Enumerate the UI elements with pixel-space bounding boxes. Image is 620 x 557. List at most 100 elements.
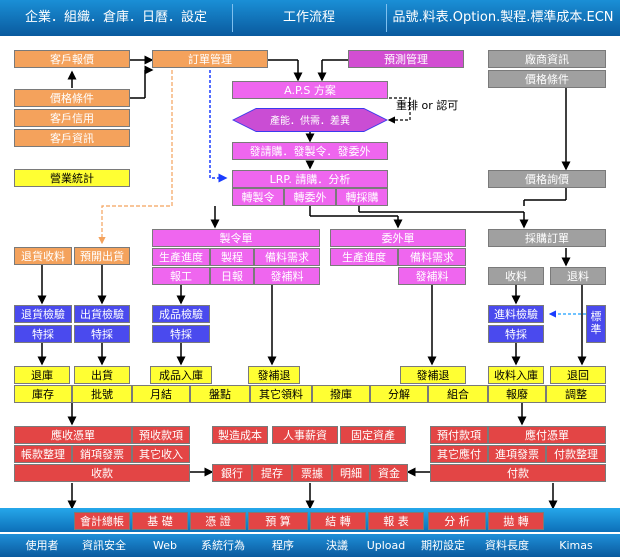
mo-report-box[interactable]: 報工 — [152, 267, 210, 285]
customer-price-terms-box[interactable]: 價格條件 — [14, 89, 130, 107]
product-inspection-box[interactable]: 成品檢驗 — [152, 305, 210, 323]
footer-init-link[interactable]: 期初設定 — [421, 539, 465, 552]
header-setup-link[interactable]: 企業．組織．倉庫．日曆．設定 — [0, 4, 233, 32]
customer-credit-box[interactable]: 客戶信用 — [14, 109, 130, 127]
output-invoice-box[interactable]: 銷項發票 — [72, 445, 132, 463]
other-payable-box[interactable]: 其它應付 — [430, 445, 488, 463]
ship-inspection-box[interactable]: 出貨檢驗 — [74, 305, 130, 323]
acct-basic-box[interactable]: 基 礎 — [132, 512, 188, 530]
acct-cast-box[interactable]: 拋 轉 — [488, 512, 544, 530]
mfg-cost-box[interactable]: 製造成本 — [212, 426, 268, 444]
acct-voucher-box[interactable]: 憑 證 — [190, 512, 246, 530]
order-management-box[interactable]: 訂單管理 — [152, 50, 268, 68]
header-item-link[interactable]: 品號.料表.Option.製程.標準成本.ECN — [392, 10, 614, 25]
footer-user-link[interactable]: 使用者 — [25, 539, 59, 552]
incoming-special-box[interactable]: 特採 — [488, 325, 544, 343]
disassemble-box[interactable]: 分解 — [370, 385, 428, 403]
fixed-asset-box[interactable]: 固定資產 — [340, 426, 406, 444]
finished-stock-in-box[interactable]: 成品入庫 — [150, 366, 212, 384]
footer-brand: Kimas — [559, 539, 593, 552]
scrap-box[interactable]: 報廢 — [488, 385, 546, 403]
bank-box[interactable]: 銀行 — [212, 464, 252, 482]
customer-info-box[interactable]: 客戶資訊 — [14, 129, 130, 147]
mo-title-box[interactable]: 製令單 — [152, 229, 320, 247]
receive-stock-in-box[interactable]: 收料入庫 — [488, 366, 544, 384]
stock-count-box[interactable]: 盤點 — [190, 385, 250, 403]
standard-box[interactable]: 標準 — [586, 305, 606, 343]
return-stock-box[interactable]: 退庫 — [14, 366, 70, 384]
acct-budget-box[interactable]: 預 算 — [248, 512, 308, 530]
customer-quote-box[interactable]: 客戶報價 — [14, 50, 130, 68]
other-income-box[interactable]: 其它收入 — [132, 445, 190, 463]
sub-material-req-box[interactable]: 備料需求 — [398, 248, 466, 266]
mo-daily-box[interactable]: 日報 — [210, 267, 254, 285]
footer-length-link[interactable]: 資料長度 — [485, 539, 529, 552]
forecast-management-box[interactable]: 預測管理 — [348, 50, 464, 68]
general-ledger-box[interactable]: 會計總帳 — [74, 512, 130, 530]
to-purchase-box[interactable]: 轉採購 — [336, 188, 388, 206]
shipment-box[interactable]: 出貨 — [74, 366, 130, 384]
input-invoice-box[interactable]: 進項發票 — [488, 445, 546, 463]
prepaid-receive-box[interactable]: 預收款項 — [132, 426, 190, 444]
acct-analysis-box[interactable]: 分 析 — [428, 512, 486, 530]
ar-voucher-box[interactable]: 應收憑單 — [14, 426, 132, 444]
return-inspection-box[interactable]: 退貨檢驗 — [14, 305, 72, 323]
detail-box[interactable]: 明細 — [332, 464, 370, 482]
other-issue-box[interactable]: 其它領料 — [250, 385, 312, 403]
footer-security-link[interactable]: 資訊安全 — [82, 539, 126, 552]
transfer-box[interactable]: 撥庫 — [312, 385, 370, 403]
ap-account-box[interactable]: 付款整理 — [546, 445, 606, 463]
prepay-box[interactable]: 預付款項 — [430, 426, 488, 444]
payroll-box[interactable]: 人事薪資 — [272, 426, 338, 444]
header-workflow[interactable]: 工作流程 — [232, 4, 387, 32]
mo-routing-box[interactable]: 製程 — [210, 248, 254, 266]
collection-box[interactable]: 收款 — [14, 464, 190, 482]
price-inquiry-box[interactable]: 價格詢價 — [488, 170, 606, 188]
fund-box[interactable]: 資金 — [370, 464, 408, 482]
aps-plan-box[interactable]: A.P.S 方案 — [232, 81, 388, 99]
return-special-box[interactable]: 特採 — [14, 325, 72, 343]
payment-box[interactable]: 付款 — [430, 464, 606, 482]
withdraw-box[interactable]: 提存 — [252, 464, 292, 482]
stock-box[interactable]: 庫存 — [14, 385, 72, 403]
acct-close-box[interactable]: 結 轉 — [310, 512, 366, 530]
mo-material-req-box[interactable]: 備料需求 — [254, 248, 320, 266]
receive-box[interactable]: 收料 — [488, 267, 544, 285]
acct-report-box[interactable]: 報 表 — [368, 512, 424, 530]
sub-progress-box[interactable]: 生產進度 — [330, 248, 398, 266]
ap-voucher-box[interactable]: 應付憑單 — [488, 426, 606, 444]
product-special-box[interactable]: 特採 — [152, 325, 210, 343]
return-material-box[interactable]: 退料 — [550, 267, 606, 285]
footer-upload-link[interactable]: Upload — [366, 539, 406, 552]
sub-supply-box[interactable]: 發補料 — [398, 267, 466, 285]
ar-account-box[interactable]: 帳款整理 — [14, 445, 72, 463]
supplier-info-box[interactable]: 廠商資訊 — [488, 50, 606, 68]
batch-box[interactable]: 批號 — [72, 385, 132, 403]
sales-stats-box[interactable]: 營業統計 — [14, 169, 130, 187]
to-subcontract-box[interactable]: 轉委外 — [284, 188, 336, 206]
capacity-diamond[interactable]: 產能．供需．差異 — [232, 108, 388, 132]
issue-requisition-box[interactable]: 發請購．發製令．發委外 — [232, 142, 388, 160]
lrp-analysis-box[interactable]: LRP. 請購．分析 — [232, 170, 388, 188]
ship-special-box[interactable]: 特採 — [74, 325, 130, 343]
pre-ship-box[interactable]: 預開出貨 — [74, 247, 130, 265]
footer-decision-link[interactable]: 決議 — [326, 539, 348, 552]
footer-program-link[interactable]: 程序 — [272, 539, 294, 552]
assemble-box[interactable]: 組合 — [428, 385, 488, 403]
return-receive-box[interactable]: 退貨收料 — [14, 247, 72, 265]
footer-behavior-link[interactable]: 系統行為 — [201, 539, 245, 552]
mo-progress-box[interactable]: 生產進度 — [152, 248, 210, 266]
adjust-box[interactable]: 調整 — [546, 385, 606, 403]
purchase-order-box[interactable]: 採購訂單 — [488, 229, 606, 247]
monthly-close-box[interactable]: 月結 — [132, 385, 190, 403]
return-back-box[interactable]: 退回 — [550, 366, 606, 384]
incoming-inspection-box[interactable]: 進料檢驗 — [488, 305, 544, 323]
footer-web-link[interactable]: Web — [153, 539, 177, 552]
mo-supply-box[interactable]: 發補料 — [254, 267, 320, 285]
supply-return-box-1[interactable]: 發補退 — [248, 366, 300, 384]
supply-return-box-2[interactable]: 發補退 — [400, 366, 466, 384]
note-box[interactable]: 票據 — [292, 464, 332, 482]
to-mo-box[interactable]: 轉製令 — [232, 188, 284, 206]
subcontract-title-box[interactable]: 委外單 — [330, 229, 466, 247]
supplier-price-terms-box[interactable]: 價格條件 — [488, 70, 606, 88]
